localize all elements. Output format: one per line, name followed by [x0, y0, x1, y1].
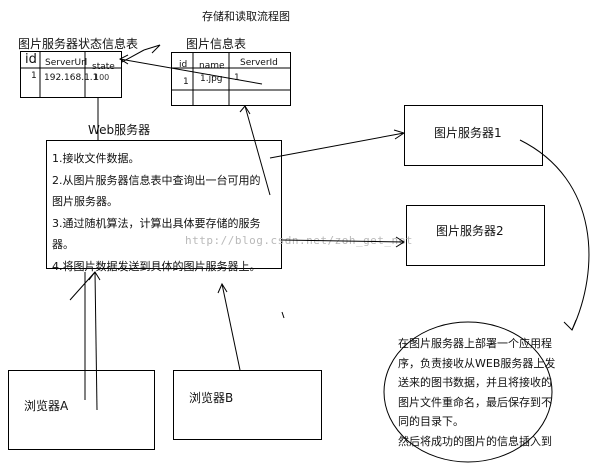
- relation-arrowhead-top: [121, 49, 145, 63]
- image-table-header-serverid: ServerId: [240, 58, 278, 68]
- note-ellipse: [383, 321, 553, 463]
- browser-b-to-web-line: [221, 283, 241, 371]
- note-arrowhead: [563, 319, 577, 331]
- browser-b-arrowhead: [217, 282, 228, 294]
- web-server-step-4: 4.将图片数据发送到具体的图片服务器上。: [52, 259, 261, 273]
- image-table-cell-id: 1: [183, 77, 189, 87]
- web-server-step-1: 1.接收文件数据。: [52, 152, 140, 165]
- image-server-2-box: [406, 205, 545, 266]
- status-table-cell-id: 1: [31, 71, 37, 81]
- browser-a-to-web-line-2: [94, 271, 98, 411]
- image-server-1-label: 图片服务器1: [434, 126, 502, 140]
- image-table-header-id: id: [179, 60, 188, 70]
- status-table-cell-serverurl: 192.168.1.1: [44, 73, 99, 83]
- server1-to-note-curve: [519, 139, 590, 331]
- stray-mark: [281, 311, 285, 319]
- browser-a-arrowhead: [88, 271, 101, 281]
- web-server-step-2-cont: 图片服务器。: [52, 195, 118, 208]
- status-table-header-serverurl: ServerUrl: [45, 58, 88, 68]
- status-table: [20, 51, 122, 98]
- status-table-arrowhead: [143, 44, 161, 54]
- web-server-title: Web服务器: [88, 123, 151, 137]
- browser-b-box: [173, 370, 322, 440]
- web-to-server2-arrowhead: [395, 236, 405, 248]
- image-server-2-label: 图片服务器2: [436, 224, 504, 238]
- web-to-image-table-line: [244, 105, 271, 196]
- web-to-server2-arrow: [281, 239, 405, 243]
- web-server-step-3-cont: 器。: [52, 238, 74, 251]
- web-server-steps: 1.接收文件数据。 2.从图片服务器信息表中查询出一台可用的 图片服务器。 3.…: [52, 148, 261, 277]
- image-server-1-box: [404, 105, 543, 166]
- note-line-4: 图片文件重命名，最后保存到不: [398, 395, 552, 409]
- note-line-3: 送来的图书数据，并且将接收的: [398, 376, 552, 390]
- note-line-2: 序，负责接收从WEB服务器上发: [398, 356, 556, 370]
- status-table-title: 图片服务器状态信息表: [18, 37, 139, 51]
- web-to-server1-arrow: [269, 132, 405, 159]
- diagram-title: 存储和读取流程图: [202, 10, 290, 23]
- deployment-note: 在图片服务器上部署一个应用程 序，负责接收从WEB服务器上发 送来的图书数据，并…: [398, 334, 555, 452]
- status-table-overlay-value: 100: [94, 73, 110, 82]
- note-line-6: 然后将成功的图片的信息插入到: [398, 434, 552, 448]
- image-table-cell-serverid: 1: [234, 73, 240, 83]
- image-table-cell-name: 1.jpg: [200, 74, 223, 84]
- web-server-step-3: 3.通过随机算法，计算出具体要存储的服务: [52, 216, 261, 230]
- web-server-box: [46, 140, 282, 269]
- status-table-header-state: state: [92, 62, 115, 72]
- relation-arrowhead-left: [118, 54, 129, 65]
- browser-a-label: 浏览器A: [24, 399, 69, 413]
- image-table-title: 图片信息表: [186, 37, 247, 51]
- web-server-step-2: 2.从图片服务器信息表中查询出一台可用的: [52, 173, 261, 187]
- browser-b-label: 浏览器B: [189, 391, 234, 405]
- web-to-server1-arrowhead: [393, 129, 406, 140]
- web-to-image-table-arrowhead: [239, 105, 251, 115]
- relation-arrow: [119, 58, 263, 85]
- image-table-header-name: name: [199, 61, 225, 71]
- note-line-5: 同的目录下。: [398, 415, 464, 429]
- note-line-1: 在图片服务器上部署一个应用程: [398, 337, 552, 350]
- status-table-header-id: id: [25, 52, 37, 67]
- browser-a-box: [8, 370, 155, 450]
- browser-a-to-web-line-3: [69, 271, 96, 301]
- status-table-cell-state: 1: [93, 73, 99, 83]
